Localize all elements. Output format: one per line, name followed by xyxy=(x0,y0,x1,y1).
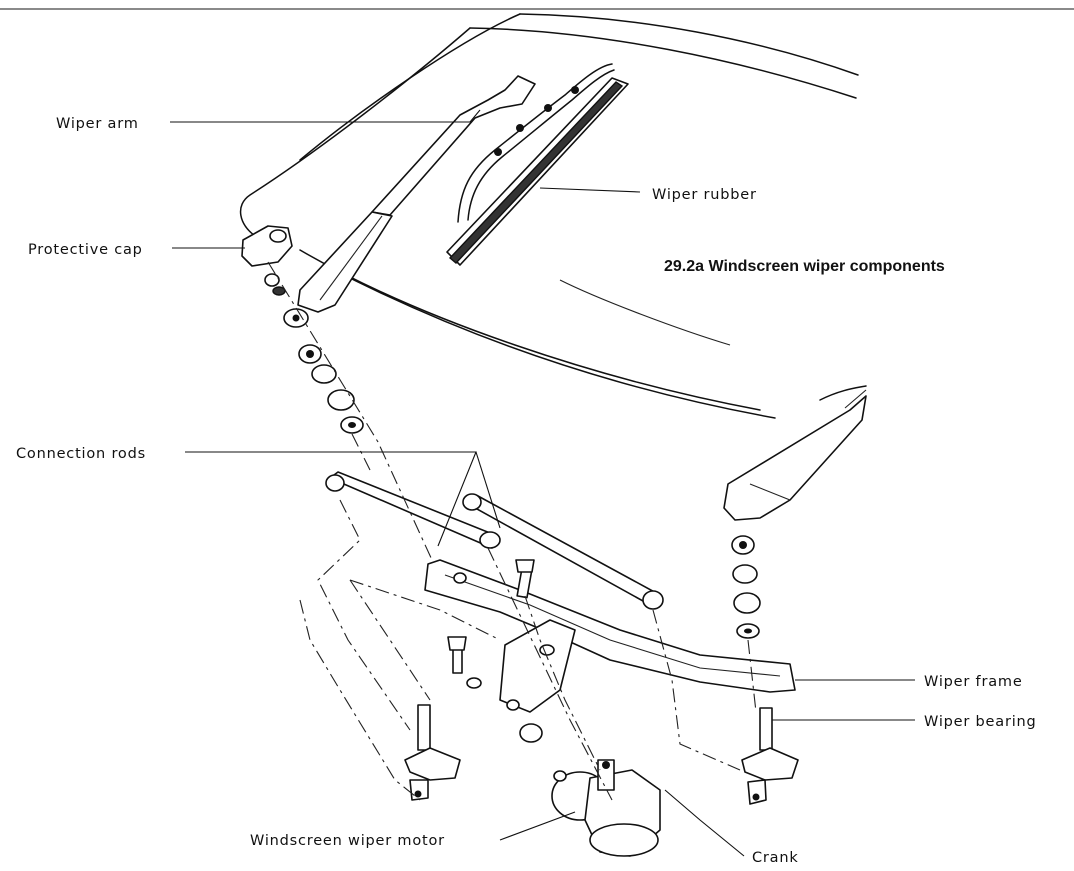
windscreen-outline xyxy=(239,13,867,419)
wiper-motor xyxy=(551,759,661,857)
label-wiper-rubber: Wiper rubber xyxy=(652,187,757,203)
label-crank: Crank xyxy=(752,850,799,866)
protective-cap xyxy=(241,225,293,296)
wiper-blade xyxy=(446,63,629,266)
left-washer-stack xyxy=(298,344,364,434)
label-connection-rods: Connection rods xyxy=(16,446,146,462)
wiper-arm-right xyxy=(723,389,867,521)
wiper-bearing-right xyxy=(741,707,799,805)
label-wiper-arm: Wiper arm xyxy=(56,116,139,132)
right-washer-stack xyxy=(731,535,761,639)
bolts xyxy=(447,559,543,743)
leader-lines xyxy=(170,109,915,857)
wiper-arm-left xyxy=(283,75,536,328)
label-protective-cap: Protective cap xyxy=(28,242,143,258)
label-wiper-frame: Wiper frame xyxy=(924,674,1023,690)
label-windscreen-wiper-motor: Windscreen wiper motor xyxy=(250,833,445,849)
figure-caption: 29.2a Windscreen wiper components xyxy=(664,258,945,275)
connection-rods xyxy=(325,471,664,610)
label-wiper-bearing: Wiper bearing xyxy=(924,714,1037,730)
wiper-bearing-left xyxy=(404,704,461,801)
assembly-lines xyxy=(267,261,757,801)
